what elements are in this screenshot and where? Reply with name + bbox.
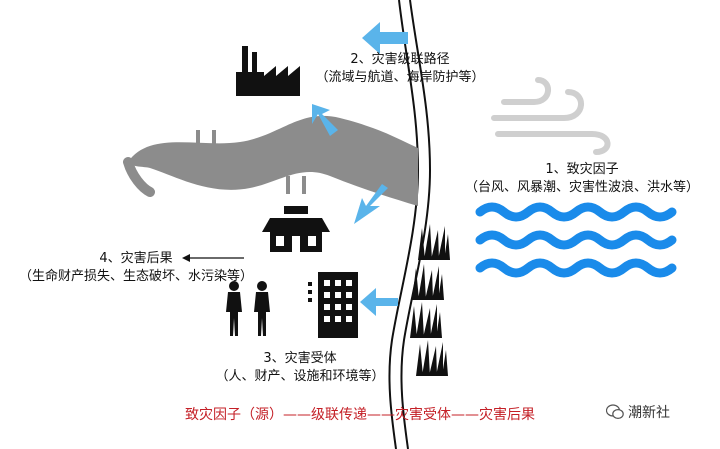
consequence-arrow <box>182 254 244 262</box>
house-icon <box>262 206 330 252</box>
river-band <box>128 115 418 206</box>
path-detail: （流域与航道、海岸防护等） <box>315 70 485 85</box>
river-hook <box>123 157 155 197</box>
cascade-arrows <box>312 22 408 316</box>
coastline-right <box>400 0 432 449</box>
wind-icon <box>491 77 611 155</box>
wechat-icon <box>606 404 624 420</box>
receptor-title: 3、灾害受体 <box>263 351 337 366</box>
grass-icon <box>412 264 444 300</box>
brand-watermark: 潮新社 <box>606 402 670 422</box>
arrow-factory <box>312 104 338 136</box>
grass-icon <box>416 340 448 376</box>
grass-icon <box>410 302 442 338</box>
disaster-chain-caption: 致灾因子（源）——级联传递——灾害受体——灾害后果 <box>185 407 535 423</box>
consequence-detail: （生命财产损失、生态破坏、水污染等） <box>18 269 254 284</box>
grass-icon <box>418 224 450 260</box>
receptor-detail: （人、财产、设施和环境等） <box>215 369 385 384</box>
building-icon <box>308 272 358 338</box>
factory-icon <box>236 46 300 96</box>
wave-icon <box>475 202 677 278</box>
cause-detail: （台风、风暴潮、灾害性波浪、洪水等） <box>464 180 700 195</box>
consequence-title: 4、灾害后果 <box>99 251 173 266</box>
person-icon <box>254 281 270 336</box>
person-icon <box>226 281 242 336</box>
arrow-river <box>354 184 388 224</box>
cause-title: 1、致灾因子 <box>545 162 619 177</box>
river-dashes <box>196 130 306 194</box>
path-title: 2、灾害级联路径 <box>350 52 450 67</box>
coastline-left <box>388 0 420 449</box>
arrow-building <box>360 288 398 316</box>
arrow-top <box>362 22 408 54</box>
brand-name: 潮新社 <box>628 405 670 421</box>
